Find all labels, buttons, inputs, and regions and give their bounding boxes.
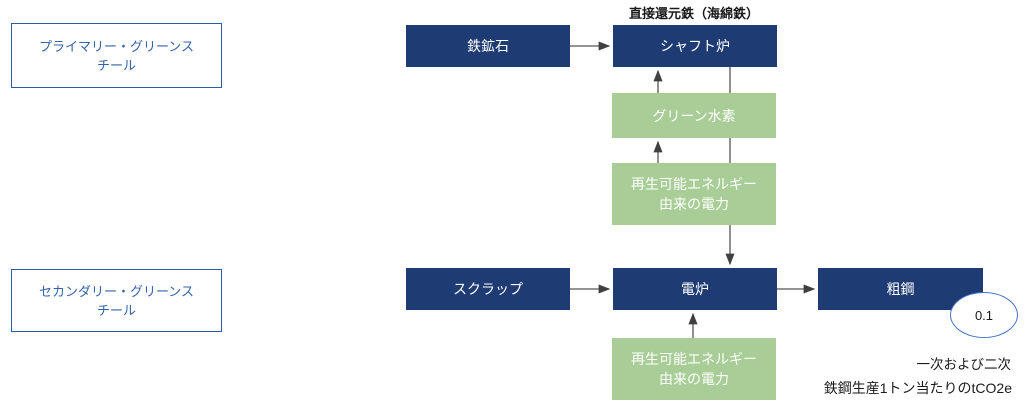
- direct-reduced-iron-label: 直接還元鉄（海綿鉄）: [628, 6, 759, 21]
- emission-unit-note: 鉄鋼生産1トン当たりのtCO2e: [823, 380, 1012, 396]
- scrap-node: スクラップ: [406, 268, 570, 310]
- emission-value: 0.1: [974, 307, 994, 323]
- green-hydrogen-node: グリーン水素: [612, 93, 776, 138]
- renewable-power-node-top: 再生可能エネルギー 由来の電力: [612, 163, 776, 225]
- secondary-green-steel-label: セカンダリー・グリーンス チール: [11, 269, 222, 332]
- emission-scope-note: 一次および二次: [916, 357, 1012, 372]
- emission-value-badge: 0.1: [950, 292, 1018, 338]
- shaft-furnace-node: シャフト炉: [613, 25, 777, 67]
- primary-green-steel-label: プライマリー・グリーンス チール: [11, 23, 222, 88]
- iron-ore-node: 鉄鉱石: [406, 25, 570, 67]
- renewable-power-node-bottom: 再生可能エネルギー 由来の電力: [612, 338, 776, 400]
- electric-furnace-node: 電炉: [613, 268, 777, 310]
